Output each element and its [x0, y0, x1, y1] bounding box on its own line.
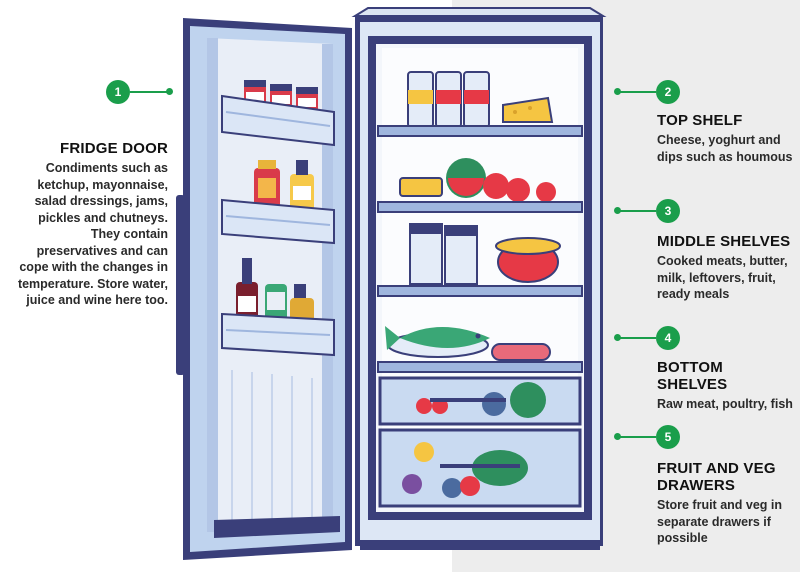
callout-1-label: FRIDGE DOOR Condiments such as ketchup, … — [8, 140, 168, 309]
callout-2-title: TOP SHELF — [657, 112, 743, 129]
callout-3-badge: 3 — [656, 199, 680, 223]
callout-2-badge: 2 — [656, 80, 680, 104]
callout-5-label: FRUIT AND VEG DRAWERS Store fruit and ve… — [657, 460, 797, 547]
callout-1-leader — [130, 91, 168, 93]
callout-5-badge: 5 — [656, 425, 680, 449]
callout-2-leader — [619, 91, 656, 93]
callout-4-dot — [614, 334, 621, 341]
callout-5-leader — [619, 436, 656, 438]
callout-3-leader — [619, 210, 656, 212]
callout-1-dot — [166, 88, 173, 95]
callout-2-label: TOP SHELF Cheese, yoghurt and dips such … — [657, 112, 797, 165]
callout-2-text: Cheese, yoghurt and dips such as houmous — [657, 133, 793, 164]
callout-2-dot — [614, 88, 621, 95]
callout-3-label: MIDDLE SHELVES Cooked meats, butter, mil… — [657, 233, 797, 303]
callout-5-dot — [614, 433, 621, 440]
callout-3-dot — [614, 207, 621, 214]
callout-4-text: Raw meat, poultry, fish — [657, 397, 793, 411]
callout-5-text: Store fruit and veg in separate drawers … — [657, 498, 783, 545]
callout-1-text: Condiments such as ketchup, mayonnaise, … — [17, 161, 168, 307]
callout-1-title: FRIDGE DOOR — [59, 140, 168, 157]
middle-shelf-items — [377, 158, 583, 297]
callout-4-badge: 4 — [656, 326, 680, 350]
crisper-drawers — [378, 376, 582, 508]
top-shelf-items — [377, 71, 583, 137]
callout-3-title: MIDDLE SHELVES — [657, 233, 791, 250]
callout-4-title: BOTTOM SHELVES — [657, 359, 728, 393]
callout-3-text: Cooked meats, butter, milk, leftovers, f… — [657, 254, 788, 301]
bottom-shelf-items — [377, 326, 583, 373]
callout-1-badge: 1 — [106, 80, 130, 104]
callout-4-label: BOTTOM SHELVES Raw meat, poultry, fish — [657, 359, 797, 413]
callout-5-title: FRUIT AND VEG DRAWERS — [657, 460, 776, 494]
door-shelves — [221, 80, 335, 357]
callout-4-leader — [619, 337, 656, 339]
